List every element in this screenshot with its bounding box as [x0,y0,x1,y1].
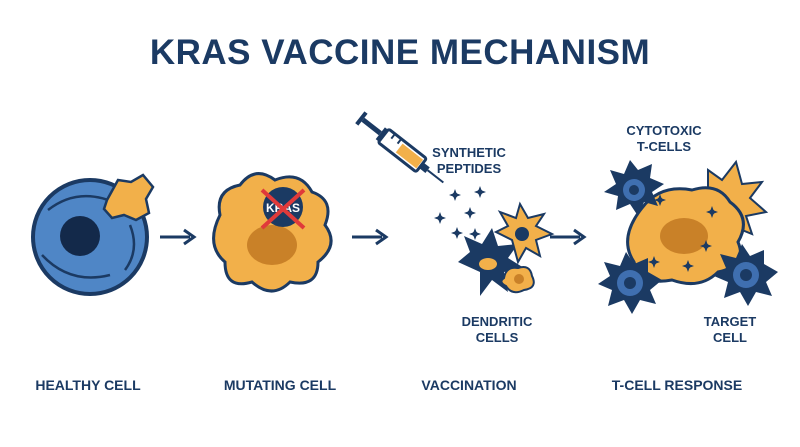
label-target-line1: TARGET [703,314,757,329]
stage-label-mutating-cell: MUTATING CELL [223,377,337,393]
label-dendritic-line2: CELLS [475,330,519,345]
label-peptides-line1: SYNTHETIC [432,145,506,160]
arrow-right-icon [160,228,197,246]
stage-label-t-cell-response: T-CELL RESPONSE [611,377,743,393]
label-target-cell: TARGET CELL [690,314,770,346]
dendritic-cell-small [500,266,535,294]
label-peptides-line2: PEPTIDES [436,161,502,176]
healthy-cell [31,173,155,296]
label-dendritic-line1: DENDRITIC [461,314,533,329]
arrow-right-icon [352,228,389,246]
label-cytotoxic-line1: CYTOTOXIC [626,123,702,138]
dendritic-cell-orange [493,201,555,265]
page-title: KRAS VACCINE MECHANISM [149,33,651,72]
label-synthetic-peptides: SYNTHETIC PEPTIDES [424,145,514,177]
label-cytotoxic-t-cells: CYTOTOXIC T-CELLS [619,123,709,155]
t-cell-bottom-left [598,252,662,314]
dendritic-cell-large [458,228,524,296]
label-cytotoxic-line2: T-CELLS [636,139,692,154]
label-target-line2: CELL [713,330,747,345]
arrow-right-icon [550,228,587,246]
mutation-blob [102,173,155,222]
t-cell-top [604,160,664,216]
stage-label-healthy-cell: HEALTHY CELL [35,377,141,393]
stage-label-vaccination: VACCINATION [421,377,517,393]
mutating-cell: KRAS [212,172,333,293]
label-dendritic-cells: DENDRITIC CELLS [452,314,542,346]
syringe-icon [355,111,444,184]
peptide-star-icon [434,186,486,240]
t-cell-right [714,244,778,306]
